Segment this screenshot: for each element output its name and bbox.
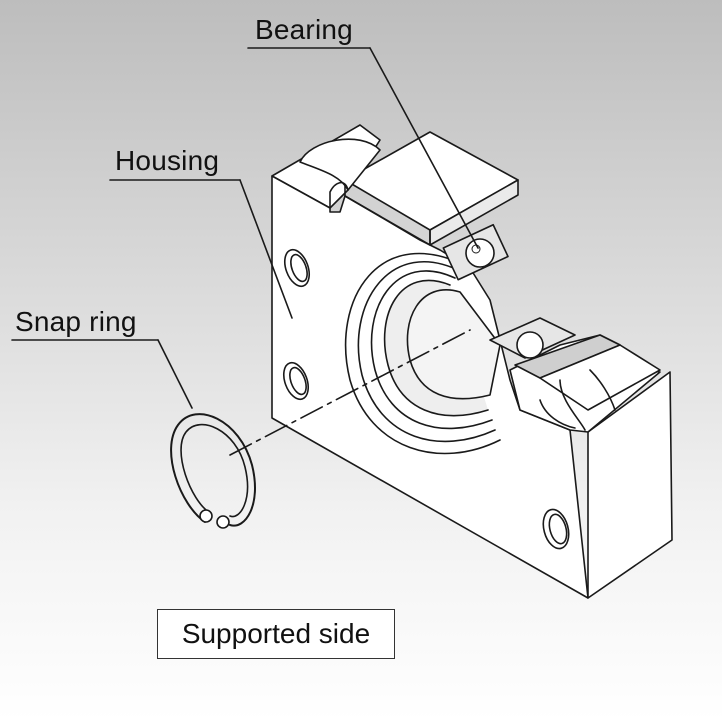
housing-cap (344, 131, 519, 246)
bearing-label: Bearing (255, 14, 353, 45)
caption-box: Supported side (157, 609, 395, 659)
mounting-holes (282, 248, 570, 550)
caption-text: Supported side (181, 618, 371, 649)
housing-label: Housing (115, 145, 220, 176)
snap-ring (170, 413, 256, 529)
center-axis (229, 329, 471, 456)
housing-cradle (514, 334, 661, 431)
snap-ring-label: Snap ring (15, 306, 137, 337)
leader-lines (11, 47, 479, 409)
bearing-assembly (442, 223, 576, 359)
top-slot (299, 138, 381, 191)
